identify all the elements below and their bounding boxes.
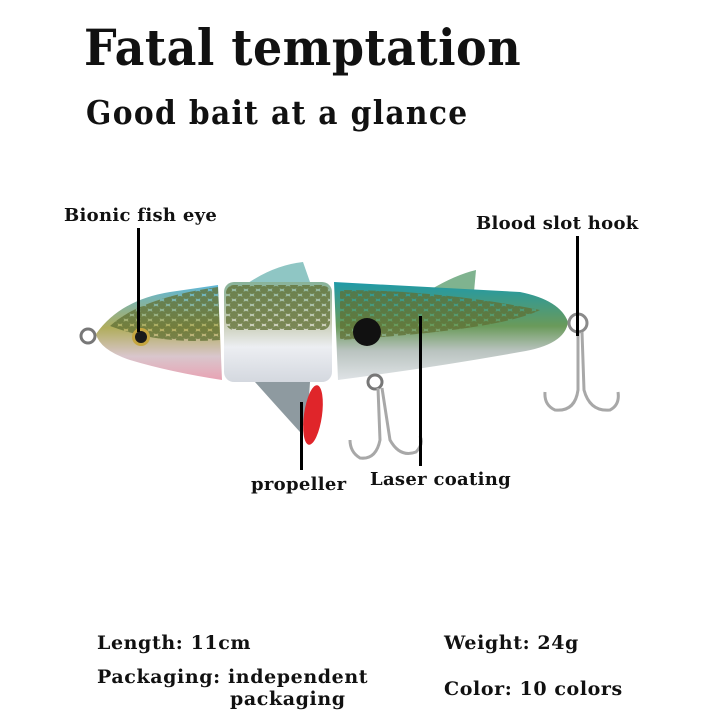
leader-line-coating	[419, 316, 422, 466]
nose-ring-icon	[79, 327, 97, 345]
leader-line-fish-eye	[137, 228, 140, 332]
callout-hook: Blood slot hook	[476, 213, 639, 234]
leader-line-hook	[576, 236, 579, 336]
callout-coating: Laser coating	[370, 469, 512, 490]
spec-length: Length: 11cm	[97, 632, 252, 654]
page-title: Fatal temptation	[84, 18, 522, 77]
spec-weight: Weight: 24g	[444, 632, 579, 654]
spec-packaging-cont: packaging	[230, 688, 346, 710]
page-subtitle: Good bait at a glance	[86, 93, 469, 132]
belly-hook-icon	[348, 387, 423, 460]
treble-hook-icon	[543, 331, 620, 412]
propeller-icon	[303, 385, 323, 445]
spec-packaging: Packaging: independent	[97, 666, 369, 688]
spec-color: Color: 10 colors	[444, 678, 623, 700]
leader-line-propeller	[300, 402, 303, 470]
callout-propeller: propeller	[251, 474, 347, 495]
callout-fish-eye: Bionic fish eye	[64, 205, 218, 226]
